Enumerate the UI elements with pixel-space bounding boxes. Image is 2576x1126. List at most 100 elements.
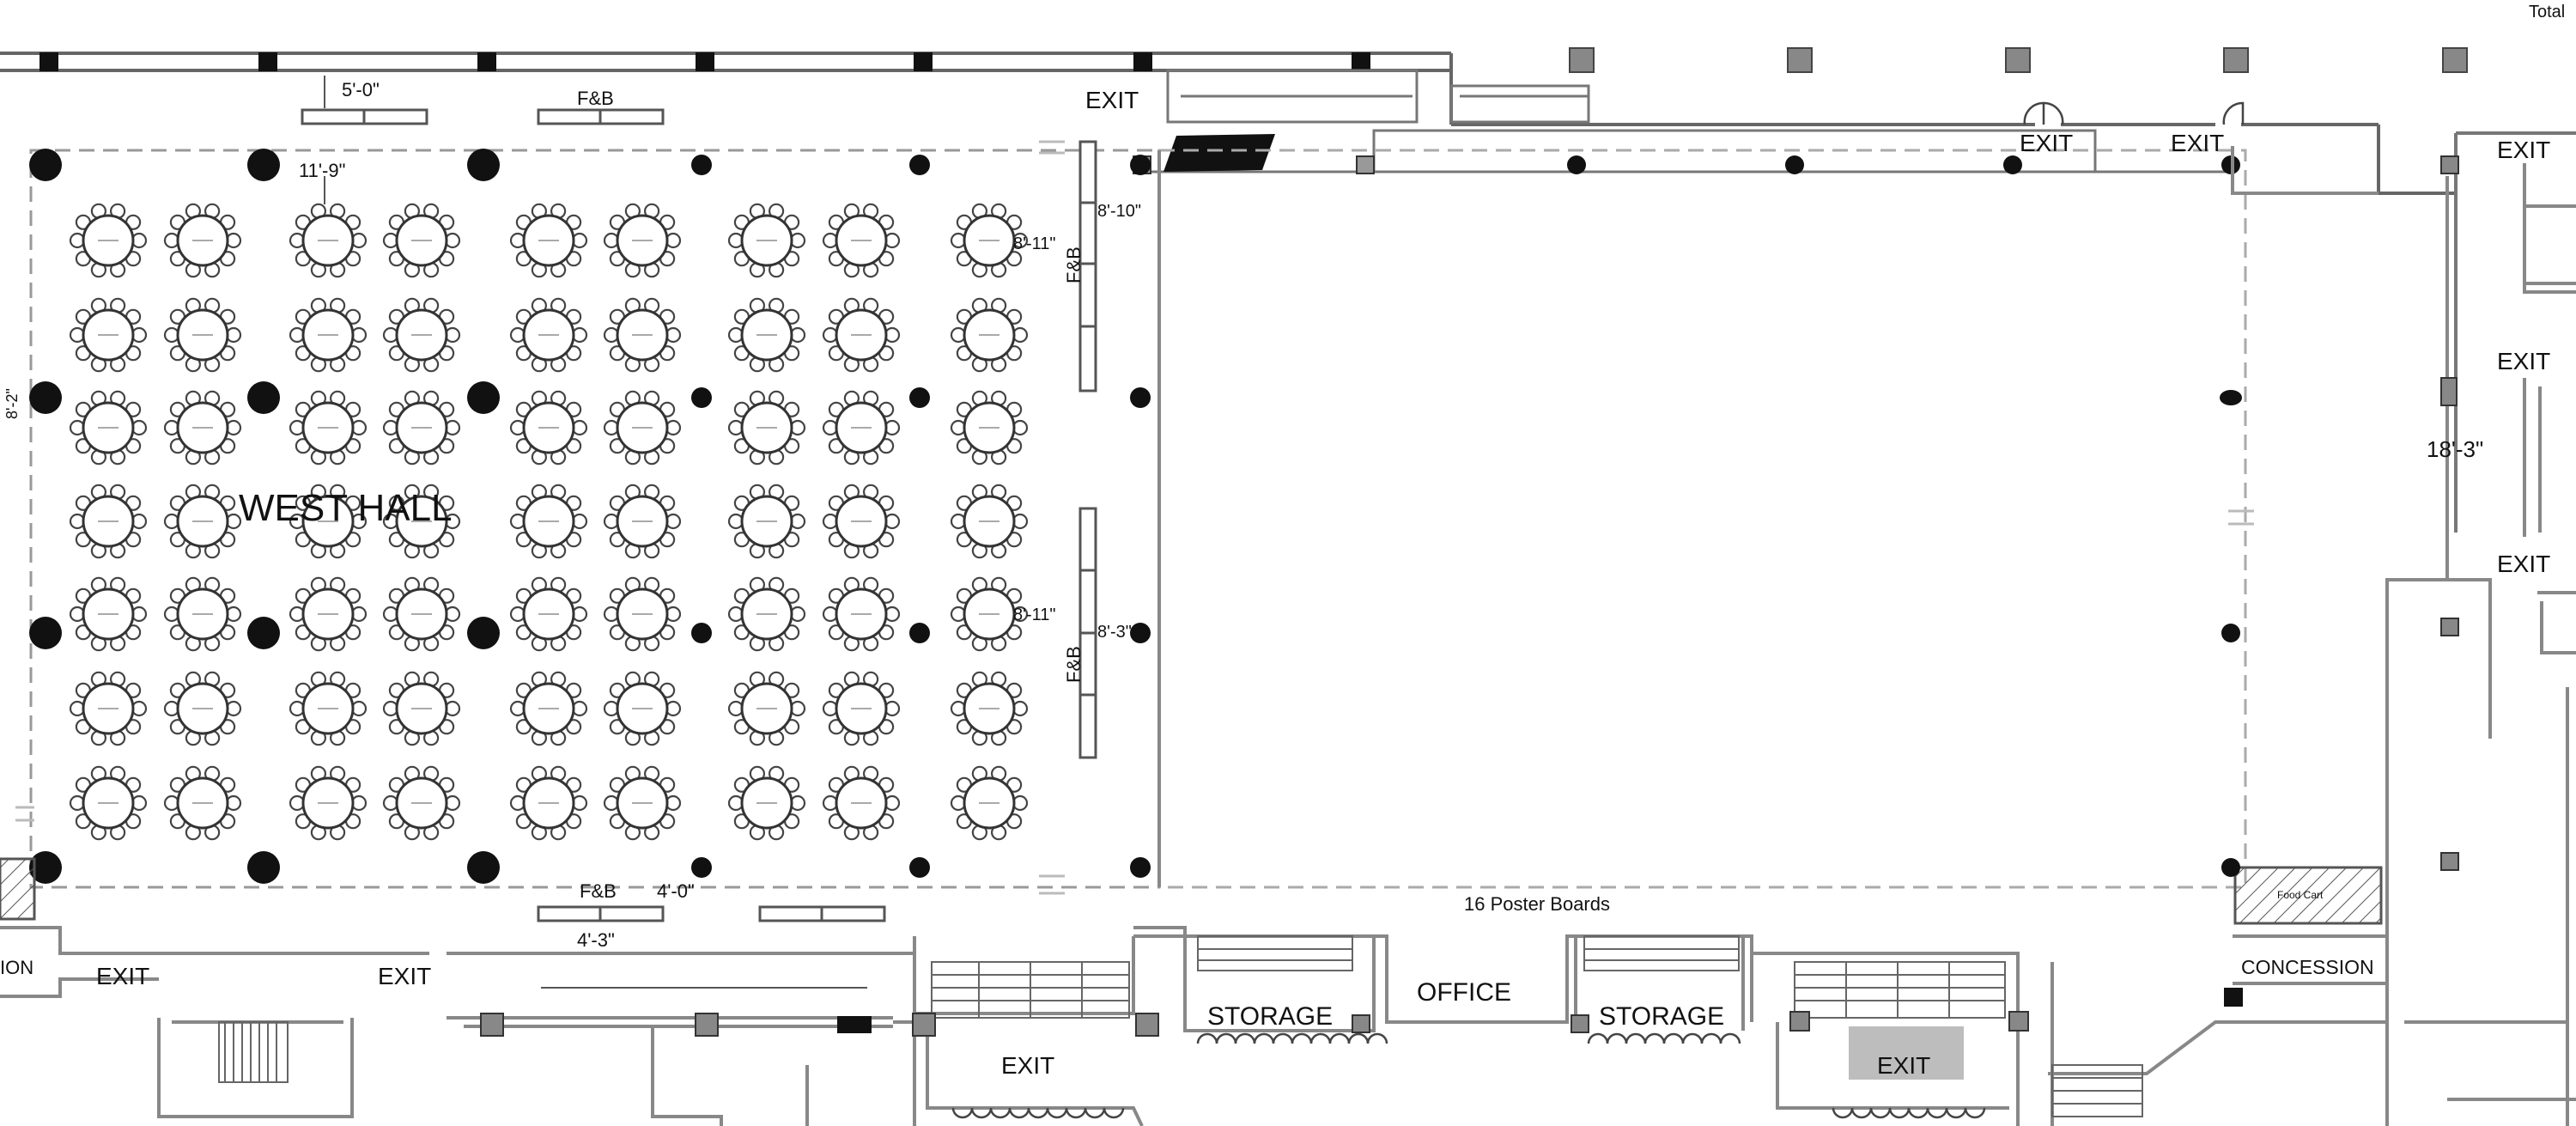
round-table [382, 765, 461, 841]
round-table [822, 390, 901, 466]
column [467, 149, 500, 181]
column [29, 149, 62, 181]
round-table [163, 203, 242, 278]
poster-board-note: 16 Poster Boards [1464, 893, 1610, 915]
column [29, 381, 62, 414]
dim-fb-gap-top: 8'-11" [1013, 234, 1055, 253]
round-table [163, 765, 242, 841]
right-fb-tables [1078, 140, 1097, 759]
round-table [69, 390, 148, 466]
round-table [822, 765, 901, 841]
dim-top-table-width: 5'-0" [342, 79, 380, 100]
round-table [509, 297, 588, 373]
exit-label: EXIT [1085, 87, 1139, 113]
top-right-columns [1569, 47, 2468, 73]
east-hall-boundary [1157, 149, 2247, 889]
round-table [822, 576, 901, 652]
round-table [69, 671, 148, 746]
column [909, 623, 930, 643]
fb-label-right-bottom: F&B [1063, 646, 1084, 683]
column [909, 387, 930, 408]
round-table [163, 390, 242, 466]
stairs [218, 935, 2143, 1117]
round-tables [69, 203, 1029, 841]
dim-fb-right-top: 8'-10" [1097, 202, 1141, 221]
exit-label: EXIT [2171, 130, 2224, 156]
dim-fb-right-bottom-small: 8'-3" [1097, 623, 1132, 642]
dim-column-offset: 11'-9" [299, 160, 345, 181]
bottom-columns [480, 1011, 2029, 1037]
round-table [727, 671, 806, 746]
round-table [163, 576, 242, 652]
column [1130, 387, 1151, 408]
round-table [950, 203, 1029, 278]
column [467, 381, 500, 414]
round-table [603, 671, 682, 746]
round-table [69, 576, 148, 652]
round-table [509, 671, 588, 746]
round-table [822, 671, 901, 746]
concession-cut-label: ION [0, 957, 33, 978]
dim-left-edge: 8'-2" [3, 388, 21, 419]
column [467, 617, 500, 649]
concession-label: CONCESSION [2241, 956, 2374, 978]
round-table [69, 203, 148, 278]
round-table [509, 203, 588, 278]
column [1130, 623, 1151, 643]
level-marks [15, 140, 2254, 895]
east-columns [1567, 155, 2242, 877]
column [909, 857, 930, 878]
column [691, 155, 712, 175]
round-table [289, 297, 368, 373]
fb-label-top: F&B [577, 88, 614, 109]
round-table [163, 297, 242, 373]
dim-bottom-fb-width: 4'-3" [577, 929, 615, 951]
column [29, 851, 62, 884]
round-table [509, 765, 588, 841]
round-table [603, 765, 682, 841]
fb-label-bottom: F&B [580, 880, 617, 902]
round-table [509, 576, 588, 652]
round-table [289, 203, 368, 278]
top-wall-columns [39, 52, 1370, 71]
round-table [950, 576, 1029, 652]
east-square-columns [2440, 155, 2459, 871]
fb-label-right-top: F&B [1063, 247, 1084, 283]
small-gray-column [1356, 155, 1375, 174]
column [1130, 857, 1151, 878]
exit-label: EXIT [2497, 551, 2550, 577]
column [691, 857, 712, 878]
round-table [289, 576, 368, 652]
column [1130, 155, 1151, 175]
top-wall [0, 52, 2576, 533]
round-table [727, 576, 806, 652]
column [909, 155, 930, 175]
round-table [382, 390, 461, 466]
round-table [727, 203, 806, 278]
round-table [509, 390, 588, 466]
highlighted-exit-box [1849, 1026, 1964, 1080]
round-table [289, 390, 368, 466]
exit-label: EXIT [1001, 1052, 1054, 1079]
storage-label-left: STORAGE [1207, 1002, 1333, 1031]
top-right-text: Total [2529, 3, 2565, 21]
black-column-right [2224, 988, 2243, 1007]
round-table [289, 671, 368, 746]
round-table [382, 203, 461, 278]
round-table [950, 765, 1029, 841]
dark-block-bottom [837, 1016, 872, 1033]
round-table [163, 484, 242, 559]
exit-label: EXIT [2497, 348, 2550, 374]
top-corridor [1151, 69, 2233, 173]
hall-columns [29, 149, 1151, 884]
exit-label: EXIT [2020, 130, 2073, 156]
round-table [822, 203, 901, 278]
round-table [727, 765, 806, 841]
round-table [727, 484, 806, 559]
round-table [289, 484, 368, 559]
bottom-buffet-tables [537, 905, 886, 922]
food-cart-label: Food Cart [2277, 889, 2324, 901]
round-table [509, 484, 588, 559]
